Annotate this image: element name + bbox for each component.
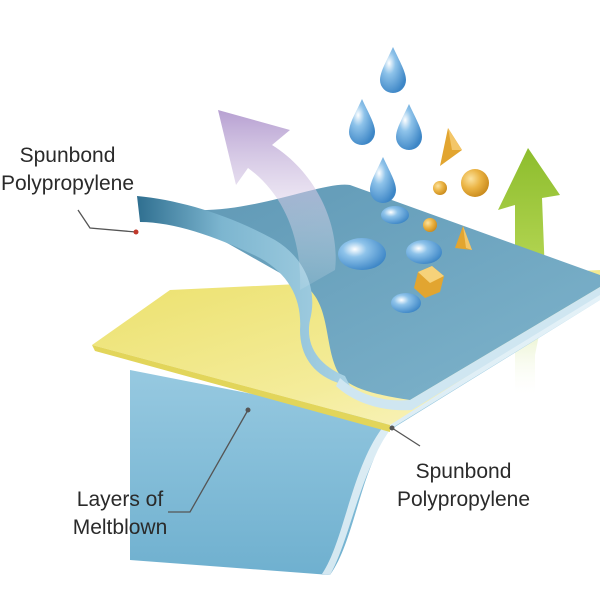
label-top-spunbond-line1: Spunbond	[19, 144, 116, 167]
leader-dot	[133, 229, 395, 431]
top-spunbond-layer	[137, 184, 600, 411]
particle-icon	[414, 128, 489, 298]
label-meltblown-line1: Layers of	[76, 488, 164, 511]
label-meltblown-line2: Meltblown	[72, 516, 168, 539]
water-drop-icon	[338, 206, 442, 313]
label-top-spunbond: Spunbond Polypropylene	[0, 142, 135, 198]
bottom-spunbond-layer	[130, 280, 600, 575]
label-top-spunbond-line2: Polypropylene	[0, 172, 135, 195]
label-meltblown: Layers of Meltblown	[60, 486, 180, 542]
label-bottom-spunbond: Spunbond Polypropylene	[396, 458, 531, 514]
leader-line	[77, 209, 421, 513]
airflow-arrow-icon	[218, 110, 336, 290]
label-bottom-spunbond-line1: Spunbond	[415, 460, 512, 483]
label-bottom-spunbond-line2: Polypropylene	[396, 488, 531, 511]
water-drop-icon	[349, 47, 422, 203]
